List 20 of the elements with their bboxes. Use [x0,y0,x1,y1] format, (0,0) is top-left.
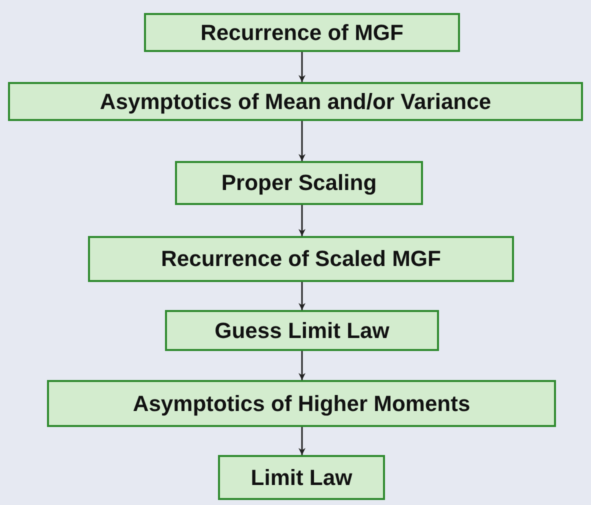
box-label: Proper Scaling [221,170,377,196]
box-label: Recurrence of MGF [200,20,404,46]
box-label: Recurrence of Scaled MGF [161,246,441,272]
arrow [298,121,306,161]
box-label: Asymptotics of Higher Moments [132,390,470,416]
box-label: Guess Limit Law [214,318,390,344]
arrow [298,52,306,82]
arrow [298,351,306,380]
box-label: Asymptotics of Mean and/or Variance [100,88,492,114]
process-box [47,380,556,427]
process-box [88,236,514,282]
process-box [165,310,439,351]
process-box [8,82,583,121]
process-box [175,161,423,205]
box-label: Limit Law [250,464,352,490]
arrow [298,205,306,236]
arrow [298,427,306,455]
process-box [144,13,460,52]
arrow [298,282,306,310]
process-box [218,455,385,500]
